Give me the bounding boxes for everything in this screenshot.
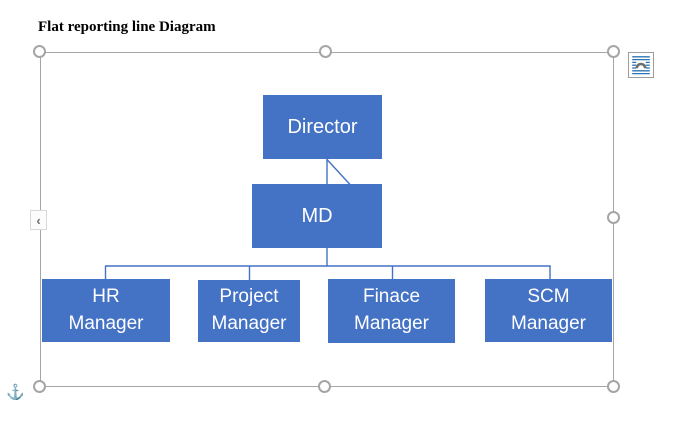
resize-handle-top-right[interactable] — [607, 45, 620, 58]
node-label-line1: Project — [219, 286, 279, 308]
node-hr-manager[interactable]: HR Manager — [42, 279, 170, 342]
node-label: Director — [287, 115, 358, 138]
resize-handle-bottom-left[interactable] — [33, 380, 46, 393]
node-md[interactable]: MD — [252, 184, 382, 248]
node-label: MD — [301, 204, 333, 227]
node-label-line1: SCM — [527, 285, 570, 307]
resize-handle-top-center[interactable] — [319, 45, 332, 58]
node-label-line1: Finace — [362, 286, 421, 308]
layout-options-icon — [632, 56, 650, 75]
resize-handle-bottom-center[interactable] — [318, 380, 331, 393]
node-scm-manager[interactable]: SCM Manager — [485, 279, 612, 342]
resize-handle-top-left[interactable] — [33, 45, 46, 58]
text-pane-toggle-button[interactable]: ‹ — [30, 210, 47, 230]
resize-handle-bottom-right[interactable] — [607, 380, 620, 393]
node-label-line2: Manager — [68, 312, 144, 334]
node-label-line1: HR — [92, 285, 120, 307]
resize-handle-right-center[interactable] — [607, 211, 620, 224]
anchor-icon[interactable]: ⚓ — [6, 384, 25, 401]
node-finace-manager[interactable]: Finace Manager — [328, 279, 455, 343]
node-label-line2: Manager — [511, 312, 586, 334]
node-label-line2: Manager — [354, 313, 429, 334]
layout-options-button[interactable] — [628, 52, 654, 78]
chevron-left-icon: ‹ — [36, 212, 41, 228]
document-heading[interactable]: Flat reporting line Diagram — [38, 19, 216, 35]
node-label-line2: Manager — [211, 313, 287, 334]
node-director[interactable]: Director — [263, 95, 382, 159]
node-project-manager[interactable]: Project Manager — [198, 280, 300, 342]
